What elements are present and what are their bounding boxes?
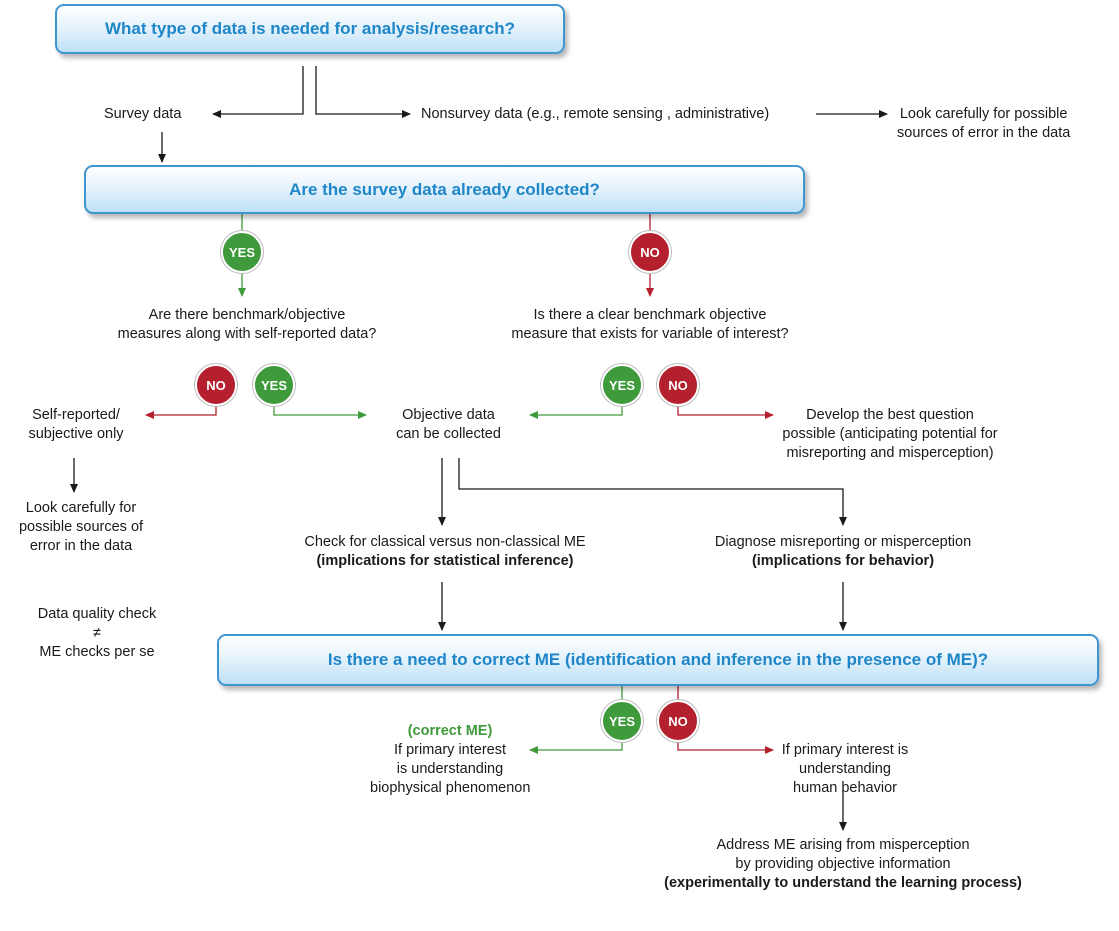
question-survey-collected: Are the survey data already collected? — [84, 165, 805, 214]
yes-badge-benchmark: YES — [253, 364, 295, 406]
no-badge-correct-me: NO — [657, 700, 699, 742]
question-data-type: What type of data is needed for analysis… — [55, 4, 565, 54]
classical-check-label: Check for classical versus non-classical… — [304, 534, 586, 569]
survey-data-label: Survey data — [104, 106, 182, 122]
arrow-objective-diagnose — [458, 458, 847, 526]
nonsurvey-data-label: Nonsurvey data (e.g., remote sensing , a… — [421, 106, 770, 122]
human-behavior-label: If primary interest is understanding hum… — [781, 742, 909, 796]
yes-badge-survey-collected: YES — [221, 231, 263, 273]
objective-data-label: Objective data can be collected — [396, 407, 501, 442]
yes-badge-clear-benchmark: YES — [601, 364, 643, 406]
yes-badge-correct-me: YES — [601, 700, 643, 742]
benchmark-question: Are there benchmark/objective measures a… — [117, 307, 377, 342]
question-correct-me: Is there a need to correct ME (identific… — [217, 634, 1099, 686]
no-badge-clear-benchmark: NO — [657, 364, 699, 406]
arrow-q1-survey — [212, 66, 304, 118]
arrow-q1-nonsurvey — [315, 66, 411, 118]
question-survey-collected-text: Are the survey data already collected? — [289, 179, 600, 199]
no-badge-survey-collected: NO — [629, 231, 671, 273]
diagnose-label: Diagnose misreporting or misperception (… — [714, 534, 972, 569]
biophysical-label: (correct ME) If primary interest is unde… — [370, 723, 531, 796]
question-correct-me-text: Is there a need to correct ME (identific… — [327, 650, 989, 669]
look-self-reported-label: Look carefully for possible sources of e… — [18, 500, 144, 554]
question-data-type-text: What type of data is needed for analysis… — [104, 19, 516, 38]
no-badge-benchmark: NO — [195, 364, 237, 406]
develop-question-label: Develop the best question possible (anti… — [782, 407, 998, 461]
address-me-label: Address ME arising from misperception by… — [664, 837, 1022, 891]
look-nonsurvey-label: Look carefully for possible sources of e… — [897, 106, 1071, 141]
data-quality-check-label: Data quality check ≠ ME checks per se — [37, 606, 157, 660]
correct-me-label: (correct ME) — [407, 723, 493, 739]
self-reported-label: Self-reported/ subjective only — [28, 407, 124, 442]
clear-benchmark-question: Is there a clear benchmark objective mea… — [511, 307, 789, 342]
